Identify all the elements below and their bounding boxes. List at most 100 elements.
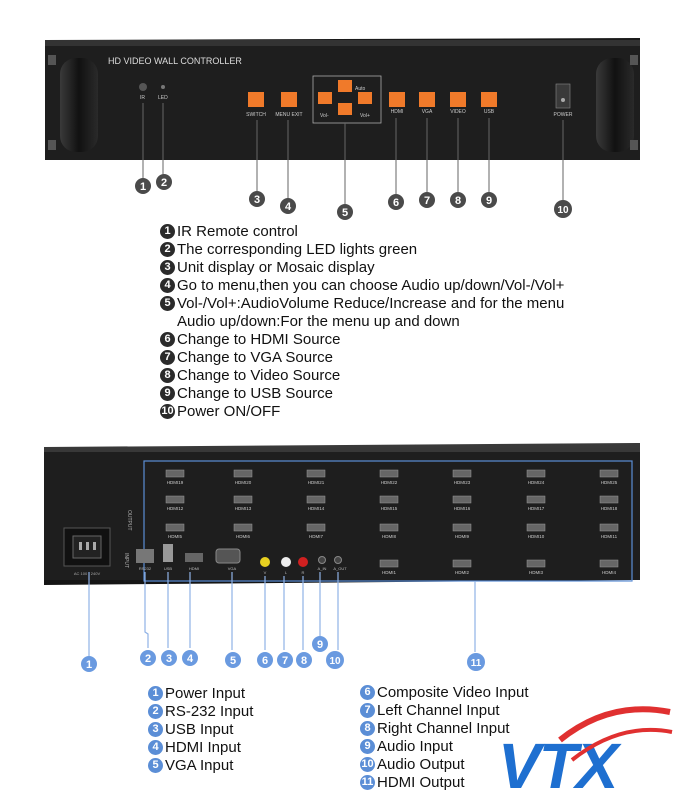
hdmi-output-label: HDMI18: [601, 506, 618, 511]
front-callout-1-num: 1: [140, 181, 146, 193]
hdmi-output-label: HDMI9: [455, 534, 469, 539]
hdmi-input-port: [185, 553, 203, 562]
rs232-port: [136, 549, 154, 563]
front-panel-title: HD VIDEO WALL CONTROLLER: [108, 56, 242, 66]
front-callout-7-num: 7: [424, 195, 430, 207]
front-legend-badge-4: 4: [160, 277, 175, 293]
rs232-label: RS232: [139, 566, 152, 571]
front-callout-4-num: 4: [285, 201, 292, 213]
rear-callouts: 1 2 3 4 5 6 7 8 9 10 11: [81, 636, 485, 672]
rear-callout-1-num: 1: [86, 659, 92, 671]
front-callout-10: [554, 200, 572, 218]
hdmi-output-port: [379, 523, 399, 532]
hdmi-output-label: HDMI20: [235, 480, 252, 485]
front-callout-8-num: 8: [455, 195, 461, 207]
hdmi-output-label: HDMI21: [308, 480, 325, 485]
video-label: VIDEO: [450, 109, 466, 115]
video-button[interactable]: [450, 92, 466, 107]
rear-legend-badge-3: 3: [148, 721, 163, 737]
rear-callout-1: [81, 656, 97, 672]
power-inlet-label: AC 100 - 240V: [74, 571, 101, 576]
menu-exit-label: MENU EXIT: [275, 112, 302, 118]
front-leader-lines: [142, 103, 564, 204]
hdmi-output-label: HDMI14: [308, 506, 325, 511]
rear-legend-text-4: HDMI Input: [165, 738, 241, 756]
front-legend-badge-6: 6: [160, 331, 175, 347]
nav-down-button[interactable]: [338, 103, 352, 115]
rear-callout-7-num: 7: [282, 655, 288, 667]
vga-input-label: VGA: [228, 566, 237, 571]
front-legend-text-1: IR Remote control: [177, 222, 298, 240]
usb-button[interactable]: [481, 92, 497, 107]
rear-callout-9-num: 9: [317, 639, 323, 651]
rear-callout-11-num: 11: [471, 658, 482, 669]
a-in-label: A_IN: [318, 566, 327, 571]
hdmi-output-label: HDMI15: [381, 506, 398, 511]
vol-plus-label: Vol+: [360, 113, 370, 119]
hdmi-output-label: HDMI4: [602, 570, 616, 575]
front-callout-6: [388, 194, 404, 210]
hdmi-output-label: HDMI17: [528, 506, 545, 511]
hdmi-output-port: [165, 495, 185, 504]
rear-legend-badge-10: 10: [360, 756, 375, 772]
front-legend-badge-7: 7: [160, 349, 175, 365]
right-audio-jack: [298, 557, 308, 567]
rear-legend-text-3: USB Input: [165, 720, 234, 738]
power-label: POWER: [554, 112, 573, 118]
hdmi-output-port: [599, 559, 619, 568]
rear-legend-badge-1: 1: [148, 685, 163, 701]
rear-legend-text-9: Audio Input: [377, 737, 453, 755]
front-legend-badge-5: 5: [160, 295, 175, 311]
rear-legend-text-10: Audio Output: [377, 755, 465, 773]
nav-right-button[interactable]: [358, 92, 372, 104]
front-legend-badge-1: 1: [160, 223, 175, 239]
hdmi-output-port: [526, 469, 546, 478]
rear-legend-text-1: Power Input: [165, 684, 246, 702]
hdmi-button[interactable]: [389, 92, 405, 107]
rear-callout-4-num: 4: [187, 653, 194, 665]
hdmi-output-port: [452, 469, 472, 478]
nav-up-button[interactable]: [338, 80, 352, 92]
front-panel: HD VIDEO WALL CONTROLLER IR LED SWITCH M…: [45, 38, 640, 160]
hdmi-output-port: [379, 559, 399, 568]
menu-exit-button[interactable]: [281, 92, 297, 107]
vtx-logo: VTX: [498, 706, 673, 800]
usb-input-label: USB: [164, 566, 173, 571]
vga-button[interactable]: [419, 92, 435, 107]
switch-label: SWITCH: [246, 112, 266, 118]
rear-legend-text-2: RS-232 Input: [165, 702, 254, 720]
front-legend-text-3: Unit display or Mosaic display: [177, 258, 375, 276]
nav-left-button[interactable]: [318, 92, 332, 104]
hdmi-output-label: HDMI25: [601, 480, 618, 485]
rear-callout-5: [225, 652, 241, 668]
hdmi-input-label: HDMI: [189, 566, 199, 571]
hdmi-output-port: [526, 495, 546, 504]
switch-button[interactable]: [248, 92, 264, 107]
hdmi-output-label: HDMI5: [168, 534, 182, 539]
hdmi-output-label: HDMI19: [167, 480, 184, 485]
front-legend-text-9: Change to USB Source: [177, 384, 333, 402]
rear-callout-8-num: 8: [301, 655, 307, 667]
rear-legend-text-5: VGA Input: [165, 756, 234, 774]
front-callout-10-num: 10: [557, 205, 569, 216]
led-indicator: [161, 85, 165, 89]
rear-legend-badge-7: 7: [360, 702, 375, 718]
front-legend-text-2: The corresponding LED lights green: [177, 240, 418, 258]
power-switch[interactable]: [555, 83, 571, 109]
rear-callout-4: [182, 650, 198, 666]
usb-port: [163, 544, 173, 562]
hdmi-output-label: HDMI11: [601, 534, 618, 539]
ir-label: IR: [140, 95, 145, 101]
hdmi-output-port: [306, 469, 326, 478]
hdmi-output-label: HDMI2: [455, 570, 469, 575]
rear-callout-5-num: 5: [230, 655, 236, 667]
